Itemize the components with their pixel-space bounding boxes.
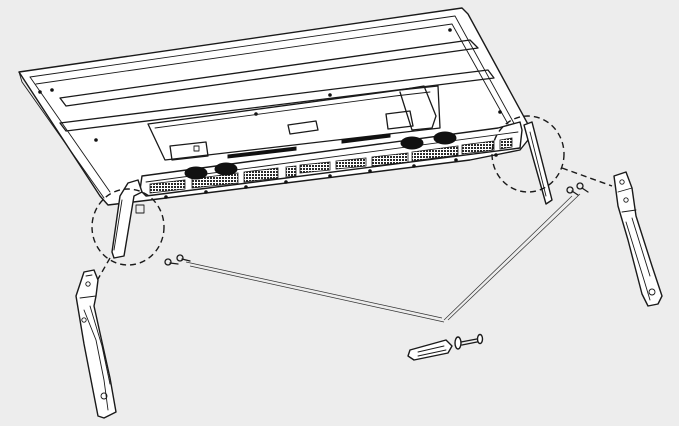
- tv-port-strip-left: [227, 146, 297, 159]
- tv-port-strip-right: [341, 133, 391, 144]
- tv-bottom-housing-ridge: [145, 131, 519, 183]
- screwdriver: [407, 333, 484, 361]
- tv-left-foot-bracket: [135, 204, 145, 214]
- tv-left-edge: [18, 71, 105, 199]
- tv-speaker-right-2: [433, 131, 457, 145]
- tv-label-plate: [287, 120, 319, 135]
- callout-circle-right: [491, 115, 565, 193]
- tv-bottom-dots: [164, 153, 498, 199]
- tv-panel: [18, 7, 553, 259]
- screw-right-2: [576, 182, 589, 193]
- tv-speaker-right-1: [400, 136, 424, 150]
- right-leg-foot-hole: [648, 288, 656, 296]
- screw-left-1: [164, 258, 179, 266]
- tv-speaker-left-1: [184, 166, 208, 180]
- tv-left-mounted-foot-detail: [113, 199, 123, 251]
- tv-bracket-plate: [385, 110, 414, 130]
- screwdriver-tip-collar: [476, 333, 484, 345]
- tv-back-rail-upper: [59, 39, 479, 107]
- tv-back-rail-lower: [59, 69, 495, 132]
- screw-right-1: [566, 186, 579, 196]
- tv-vents: [149, 137, 513, 194]
- screws-right: [566, 182, 589, 196]
- tv-top-bracket: [399, 85, 437, 131]
- tv-port-block: [169, 141, 209, 161]
- left-leg-hole-1: [85, 281, 91, 287]
- tv-bezel-line-2: [35, 23, 509, 125]
- right-leg-hole-1: [619, 179, 625, 185]
- tv-left-edge-2: [29, 76, 111, 193]
- screws-left: [164, 254, 191, 266]
- tv-center-panel-inner: [154, 91, 431, 129]
- screwdriver-handle: [407, 339, 453, 361]
- tv-right-mounted-foot-detail: [529, 131, 547, 197]
- tv-speaker-left-2: [214, 162, 238, 176]
- tv-left-mounted-foot: [111, 179, 143, 259]
- leader-line-right: [561, 167, 613, 187]
- callout-circle-left: [91, 188, 165, 266]
- tv-center-panel: [147, 85, 441, 161]
- screw-left-2: [176, 254, 191, 262]
- tv-port: [193, 145, 200, 152]
- left-leg-hole-2: [81, 317, 87, 323]
- right-leg-hole-2: [623, 197, 629, 203]
- right-stand-leg: [613, 171, 663, 307]
- screw-guide-lines: [185, 193, 581, 323]
- tv-inner-bezel: [29, 15, 517, 128]
- screwdriver-collar: [454, 336, 462, 350]
- left-stand-leg: [75, 269, 117, 419]
- left-leg-foot-hole: [100, 392, 108, 400]
